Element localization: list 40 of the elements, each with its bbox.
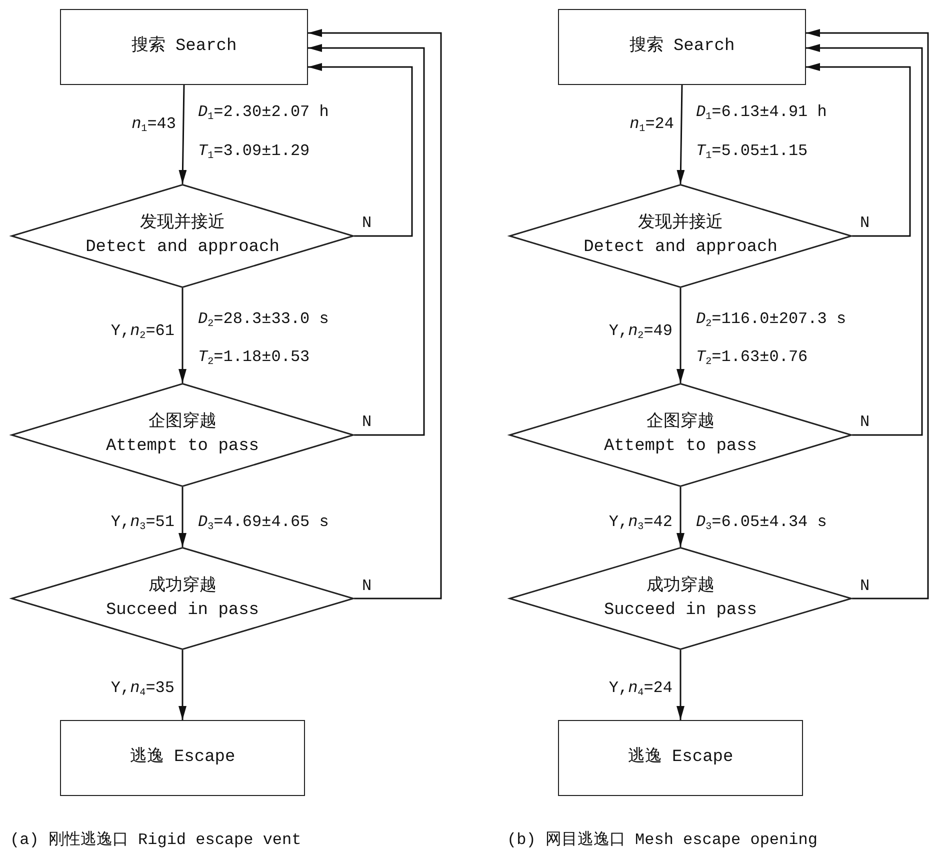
process-box	[60, 720, 305, 796]
node-label: 企图穿越	[148, 411, 216, 434]
node-label: 逃逸 Escape	[628, 746, 734, 769]
arrow	[806, 63, 911, 237]
decision-diamond	[509, 383, 852, 487]
process-box	[60, 9, 308, 85]
arrow	[178, 650, 186, 720]
arrow	[676, 650, 684, 720]
arrow	[676, 288, 684, 383]
node-label: 逃逸 Escape	[130, 746, 236, 769]
arrow	[308, 44, 425, 436]
arrow	[308, 63, 413, 237]
node-label: Succeed in pass	[604, 600, 758, 622]
node-label: 搜索 Search	[131, 35, 237, 58]
arrow	[308, 29, 442, 600]
node-label: Detect and approach	[86, 237, 280, 259]
node-label: 成功穿越	[646, 574, 714, 598]
arrow	[178, 288, 186, 383]
arrow	[806, 29, 929, 600]
arrow	[676, 487, 684, 547]
arrow	[806, 44, 923, 436]
node-label: Attempt to pass	[106, 436, 260, 458]
node-label: Detect and approach	[584, 237, 778, 259]
node-label: 发现并接近	[638, 212, 723, 235]
decision-diamond	[11, 383, 354, 487]
process-box	[558, 9, 806, 85]
node-label: Succeed in pass	[106, 600, 260, 622]
node-label: 成功穿越	[148, 574, 216, 598]
node-label: 企图穿越	[646, 411, 714, 434]
decision-diamond	[509, 547, 852, 650]
decision-diamond	[509, 184, 852, 288]
arrow	[676, 84, 685, 184]
node-label: 发现并接近	[140, 212, 225, 235]
decision-diamond	[11, 184, 354, 288]
arrow	[178, 84, 187, 184]
node-label: 搜索 Search	[629, 35, 735, 58]
arrow	[178, 487, 186, 547]
decision-diamond	[11, 547, 354, 650]
node-label: Attempt to pass	[604, 436, 758, 458]
process-box	[558, 720, 803, 796]
